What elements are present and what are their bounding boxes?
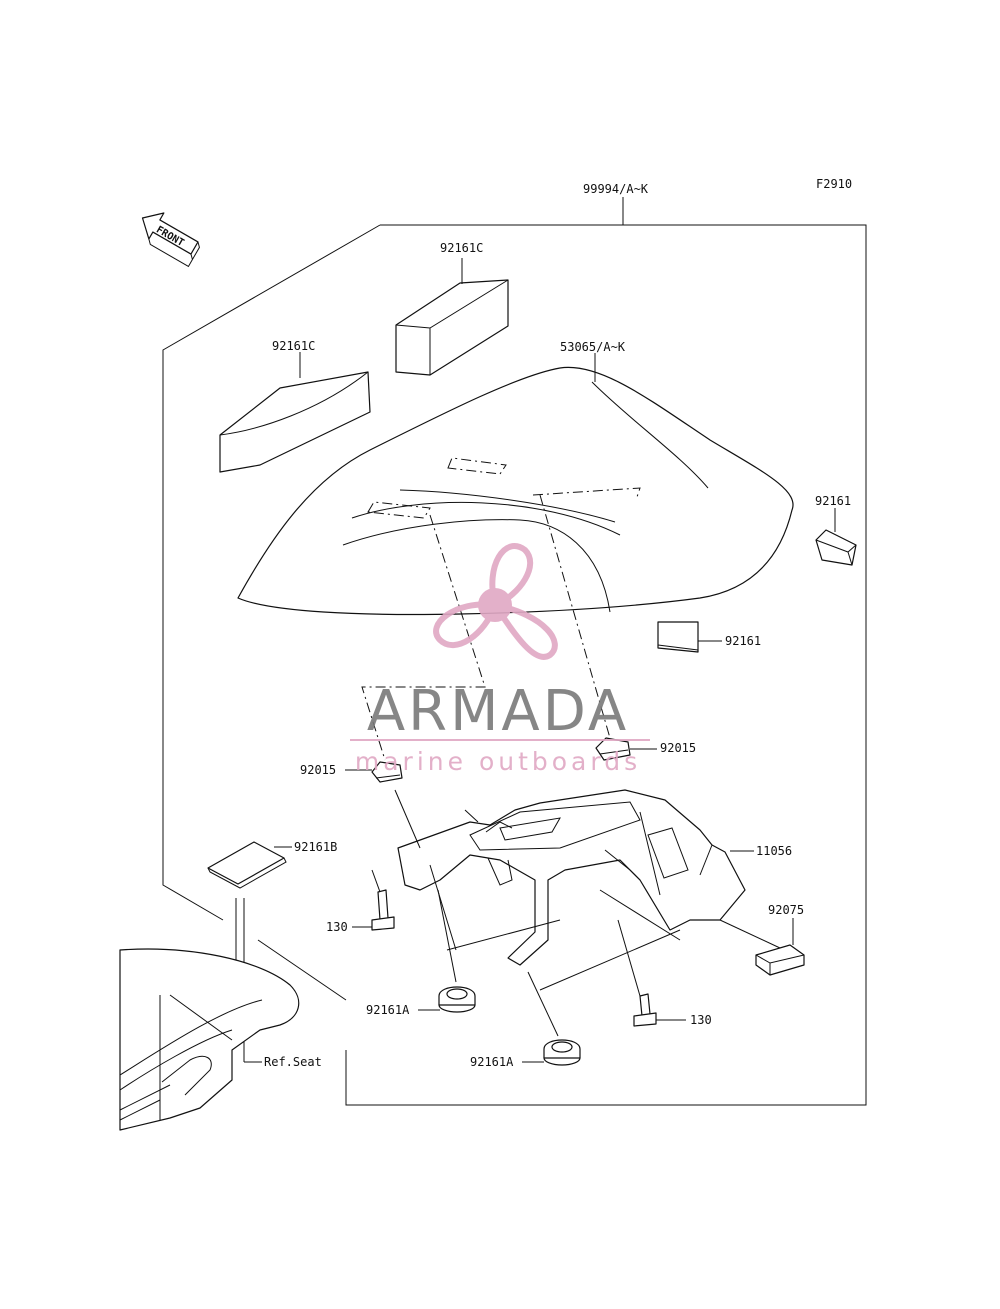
reference-seat <box>119 948 300 1131</box>
propeller-logo-icon <box>433 543 558 660</box>
label-strip: 92075 <box>768 903 804 917</box>
label-pad-right-a: 92161 <box>815 494 851 508</box>
strip-92075 <box>755 944 805 976</box>
label-damper-right: 92161A <box>470 1055 514 1069</box>
nut-clip-92015-left <box>371 761 403 783</box>
label-bolt-left: 130 <box>326 920 348 934</box>
watermark-tagline: marine outboards <box>355 747 641 776</box>
figure-code: F2910 <box>816 177 852 191</box>
label-ref-seat: Ref.Seat <box>264 1055 322 1069</box>
bracket-11056 <box>397 789 746 966</box>
label-pad-b: 92161B <box>294 840 337 854</box>
pad-92161-right-b <box>657 621 699 653</box>
bolt-130-left <box>371 889 395 931</box>
front-arrow-icon: FRONT <box>141 212 200 268</box>
assembly-outline <box>162 224 867 1106</box>
label-nut-right: 92015 <box>660 741 696 755</box>
label-nut-left: 92015 <box>300 763 336 777</box>
pad-92161c-top <box>395 279 509 376</box>
label-pad-c-left: 92161C <box>272 339 315 353</box>
label-assy: 99994/A~K <box>583 182 649 196</box>
damper-92161a-right <box>543 1039 581 1066</box>
label-pad-right-b: 92161 <box>725 634 761 648</box>
armada-watermark: ARMADA marine outboards <box>350 543 650 776</box>
pad-92161b <box>207 841 287 889</box>
bolt-130-right <box>633 993 657 1027</box>
label-bolt-right: 130 <box>690 1013 712 1027</box>
label-damper-left: 92161A <box>366 1003 410 1017</box>
damper-92161a-left <box>438 986 476 1013</box>
seat-cover-53065 <box>237 366 794 616</box>
pad-92161-right-a <box>815 529 857 566</box>
align-line-left <box>361 514 486 761</box>
label-pad-c-top: 92161C <box>440 241 483 255</box>
label-cover: 53065/A~K <box>560 340 626 354</box>
label-bracket: 11056 <box>756 844 792 858</box>
pad-92161c-left <box>219 371 371 473</box>
watermark-brand: ARMADA <box>367 679 629 744</box>
align-line-right <box>539 494 613 746</box>
